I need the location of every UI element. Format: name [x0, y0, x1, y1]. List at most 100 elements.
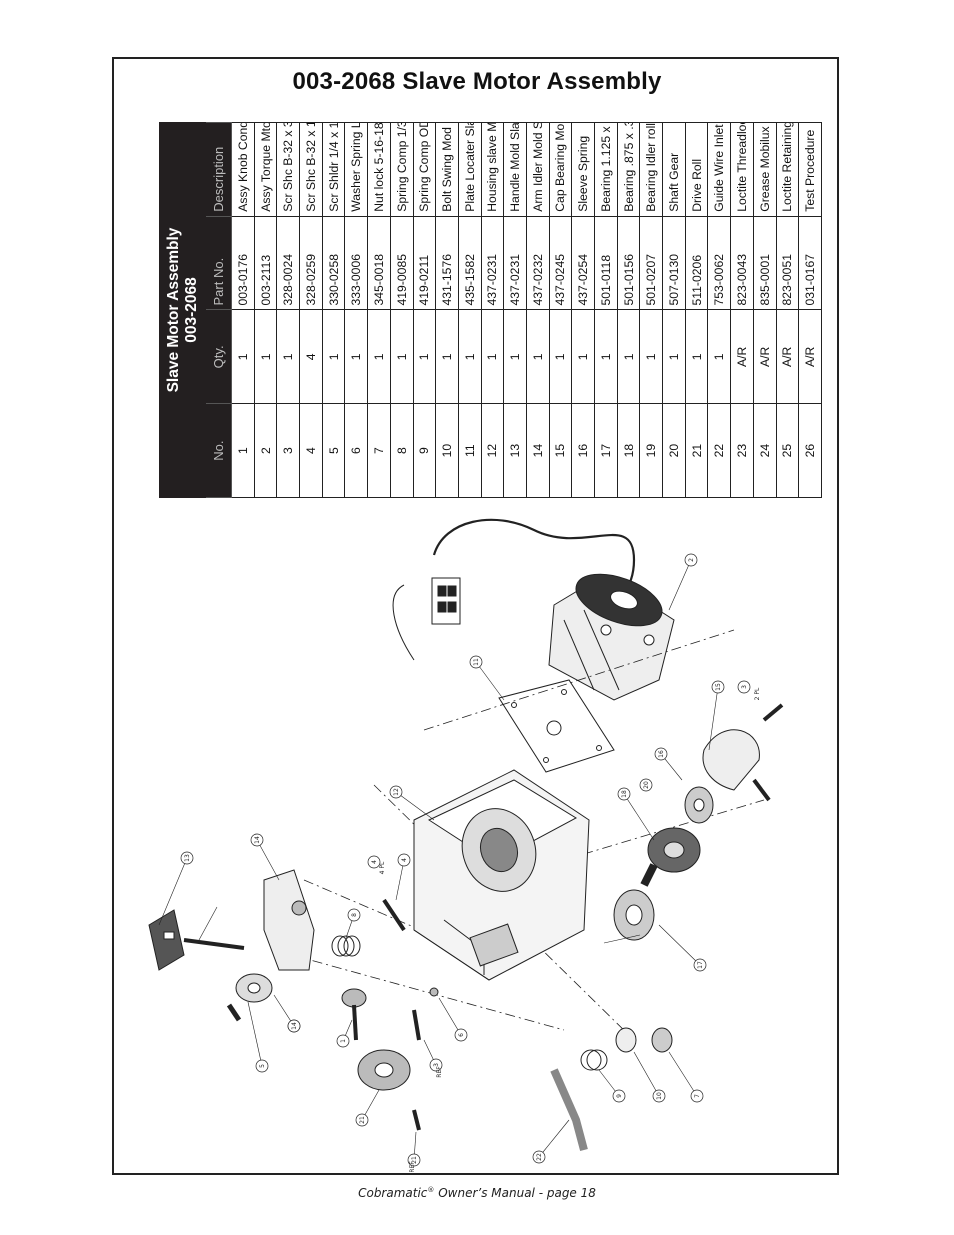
- row-part-no: 419-0211: [413, 216, 436, 310]
- row-part-no: 753-0062: [707, 216, 731, 310]
- screw-shc: [382, 898, 406, 932]
- locater-plate: [498, 679, 615, 773]
- callout-circle: [407, 1153, 421, 1167]
- row-no: 13: [503, 403, 527, 498]
- handle: [148, 909, 185, 971]
- callout-label: 6: [458, 1033, 465, 1037]
- row-qty: 1: [231, 310, 255, 404]
- ground-wire: [392, 584, 415, 661]
- row-qty: 1: [344, 310, 368, 404]
- row-qty: 1: [367, 310, 391, 404]
- row-no: 12: [481, 403, 504, 498]
- callout-label: 5: [259, 1064, 266, 1068]
- row-description: Plate Locater Slave Motor: [458, 122, 482, 217]
- row-no: 16: [571, 403, 595, 498]
- callout-label: 21: [359, 1116, 366, 1124]
- callout-label: 7: [694, 1094, 701, 1098]
- row-qty: 1: [594, 310, 618, 404]
- row-description: Nut lock 5-16-18: [367, 122, 391, 217]
- row-part-no: 823-0043: [730, 216, 754, 310]
- footer-text: Owner’s Manual - page 18: [434, 1186, 596, 1200]
- row-qty: 1: [435, 310, 459, 404]
- callout-circle: [654, 747, 668, 761]
- row-no: 25: [776, 403, 799, 498]
- row-description: Test Procedure: [798, 122, 822, 217]
- row-part-no: 003-2113: [254, 216, 277, 310]
- row-description: Bolt Swing Mod: [435, 122, 459, 217]
- row-no: 20: [662, 403, 686, 498]
- row-description: Assy Torque Mtor 42V: [254, 122, 277, 217]
- callout-circle: [612, 1089, 626, 1103]
- row-description: Loctite Retaining Compound: [776, 122, 799, 217]
- row-description: Bearing .875 x .38 x .28: [617, 122, 640, 217]
- callout-circle: [255, 1059, 269, 1073]
- row-no: 22: [707, 403, 731, 498]
- row-part-no: 003-0176: [231, 216, 255, 310]
- callout-circle: [454, 1028, 468, 1042]
- callout-label: 11: [473, 658, 480, 666]
- row-description: Scr Shc B-32 x 3/B Stl: [276, 122, 300, 217]
- callout-circle: [355, 1113, 369, 1127]
- row-qty: 1: [254, 310, 277, 404]
- row-qty: 1: [413, 310, 436, 404]
- callout-circle: [287, 1019, 301, 1033]
- callout-label: 14: [254, 836, 261, 844]
- col-header-description: Description: [205, 122, 232, 217]
- row-part-no: 437-0231: [503, 216, 527, 310]
- callout-label: 1: [340, 1039, 347, 1043]
- footer-brand: Cobramatic: [358, 1186, 428, 1200]
- callout-circle: [711, 680, 725, 694]
- row-part-no: 501-0156: [617, 216, 640, 310]
- callout-circle: [367, 855, 381, 869]
- row-description: Washer Spring Lock #8: [344, 122, 368, 217]
- callout-label: 12: [393, 788, 400, 796]
- row-description: Cap Bearing Mold: [549, 122, 572, 217]
- callout-label: 21: [411, 1156, 418, 1164]
- callout-label: REF: [436, 1066, 443, 1078]
- row-qty: 1: [707, 310, 731, 404]
- bearing-cap: [702, 729, 760, 791]
- row-part-no: 437-0245: [549, 216, 572, 310]
- callout-label: 9: [616, 1094, 623, 1098]
- sleeve-spring: [615, 1027, 637, 1053]
- row-description: Bearing 1.125 x .50 x .31: [594, 122, 618, 217]
- callout-circle: [250, 833, 264, 847]
- callout-label: 4: [371, 860, 378, 864]
- callout-circle: [684, 553, 698, 567]
- callout-label: 2: [688, 558, 695, 562]
- row-qty: A/R: [730, 310, 754, 404]
- row-qty: 1: [571, 310, 595, 404]
- row-description: Guide Wire Inlet Nylon: [707, 122, 731, 217]
- row-no: 8: [390, 403, 413, 498]
- callout-circle: [532, 1150, 546, 1164]
- callout-circle: [180, 851, 194, 865]
- row-qty: 1: [617, 310, 640, 404]
- row-qty: 1: [390, 310, 413, 404]
- page-frame: [112, 57, 839, 1175]
- row-no: 14: [526, 403, 550, 498]
- idler-arm: [263, 869, 315, 971]
- shoulder-screw: [226, 1003, 242, 1022]
- row-no: 5: [322, 403, 345, 498]
- connector-plug: [431, 577, 461, 625]
- row-no: 7: [367, 403, 391, 498]
- registered-mark: ®: [427, 1186, 435, 1194]
- callout-label: 22: [536, 1153, 543, 1161]
- row-part-no: 328-0259: [299, 216, 323, 310]
- row-part-no: 501-0118: [594, 216, 618, 310]
- row-description: Assy Knob Conduit: [231, 122, 255, 217]
- row-description: Handle Mold Slave Motor: [503, 122, 527, 217]
